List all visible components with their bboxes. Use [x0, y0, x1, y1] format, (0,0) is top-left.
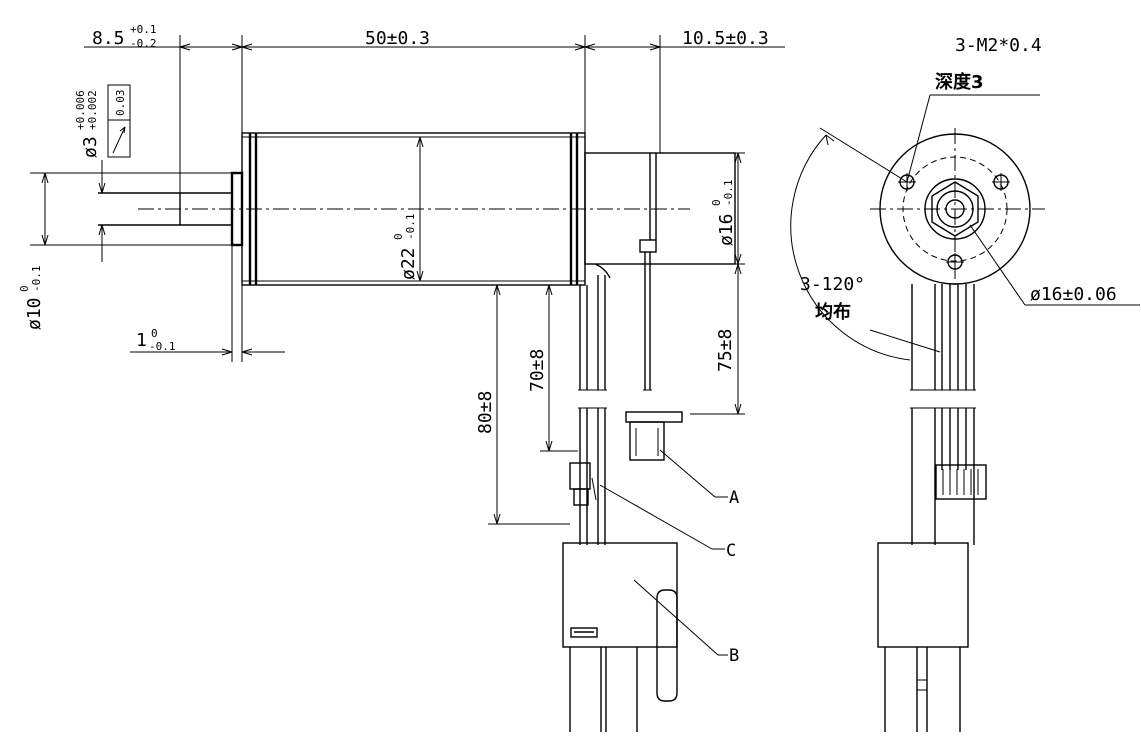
end-outer-circle — [879, 133, 1031, 285]
thread-depth: 深度3 — [935, 71, 984, 93]
dim-boss-diameter-tol-lower: -0.1 — [722, 180, 735, 207]
runout-frame — [107, 84, 131, 158]
dimension-lines — [41, 43, 785, 525]
dim-lead-70: 70±8 — [527, 349, 548, 392]
motor-body — [241, 132, 586, 286]
connector-b — [562, 542, 678, 732]
dim-body-diameter-tol-lower: -0.1 — [404, 214, 417, 241]
dim-shaft-diameter-tol-lower: +0.002 — [86, 90, 99, 130]
side-view: 8.5 +0.1 -0.2 50±0.3 10.5±0.3 ø3 +0.006 … — [18, 23, 785, 732]
dim-lead-80: 80±8 — [475, 391, 496, 434]
dim-shaft-diameter-tol-upper: +0.006 — [74, 90, 87, 130]
callout-b: B — [729, 646, 739, 666]
shaft — [98, 192, 232, 226]
dim-shaft-length-tol-lower: -0.2 — [130, 37, 157, 50]
lead-wires-upper — [578, 252, 652, 391]
dim-flange-diameter-tol-lower: -0.1 — [30, 266, 43, 293]
end-view-connector — [935, 464, 987, 500]
dim-flange-diameter: ø10 — [24, 297, 45, 330]
dim-shaft-diameter: ø3 — [80, 136, 101, 158]
boss — [584, 152, 736, 279]
dim-flange-thickness: 1 — [136, 330, 147, 351]
thread-holes — [898, 173, 1010, 271]
pattern-spec: 3-120° — [800, 274, 865, 295]
dim-body-diameter: ø22 — [398, 247, 419, 280]
dim-boss-length: 10.5±0.3 — [682, 28, 769, 49]
extension-lines — [30, 35, 745, 525]
dim-shaft-length-tol-upper: +0.1 — [130, 23, 157, 36]
connector-a — [625, 411, 683, 461]
pcd-dimension: ø16±0.06 — [1030, 284, 1117, 305]
dim-boss-diameter-tol-upper: 0 — [710, 199, 723, 206]
dim-flange-thickness-tol-upper: 0 — [151, 327, 158, 340]
pattern-note: 均布 — [815, 301, 851, 323]
callout-c: C — [726, 541, 736, 561]
callout-a: A — [729, 488, 739, 508]
runout-tolerance: 0.03 — [114, 90, 127, 117]
connector-c — [569, 462, 597, 506]
dim-lead-75: 75±8 — [715, 329, 736, 372]
angle-arc — [790, 134, 911, 361]
thread-spec: 3-M2*0.4 — [955, 35, 1042, 56]
dim-flange-thickness-tol-lower: -0.1 — [149, 340, 176, 353]
leader-lines — [599, 449, 728, 656]
dim-flange-diameter-tol-upper: 0 — [18, 285, 31, 292]
end-view: 3-M2*0.4 深度3 3-120° 均布 ø16±0.06 — [790, 35, 1140, 732]
dim-boss-diameter: ø16 — [716, 213, 737, 246]
end-view-wires — [910, 284, 976, 545]
dim-body-diameter-tol-upper: 0 — [392, 233, 405, 240]
lead-wires-lower — [578, 407, 607, 545]
end-view-plug — [877, 542, 969, 732]
dim-body-length: 50±0.3 — [365, 28, 430, 49]
dim-shaft-length: 8.5 — [92, 28, 125, 49]
